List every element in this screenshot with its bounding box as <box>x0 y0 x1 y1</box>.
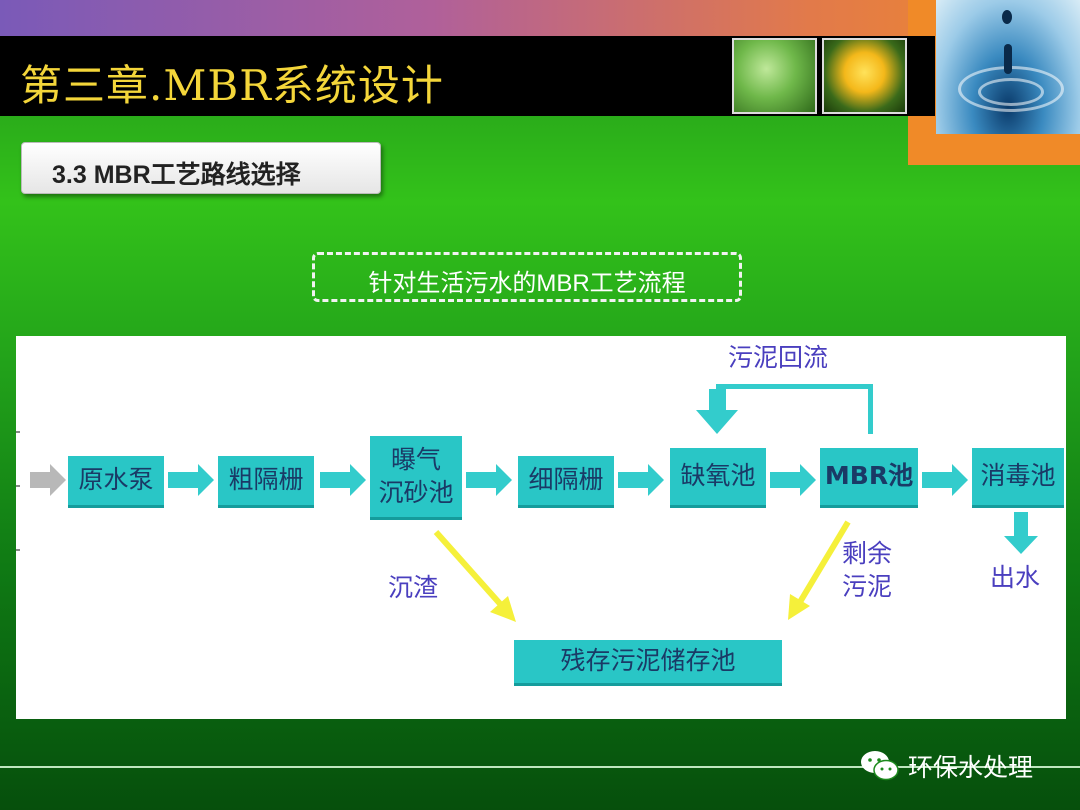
node-label: 消毒池 <box>980 461 1056 491</box>
top-gradient-band <box>0 0 1080 36</box>
node-disinfection-tank: 消毒池 <box>972 448 1064 508</box>
flow-arrow <box>320 464 366 496</box>
node-label: 残存污泥储存池 <box>560 646 736 676</box>
flow-arrows <box>16 384 1038 622</box>
water-droplet <box>1002 10 1012 24</box>
label-sludge-return: 污泥回流 <box>728 343 829 372</box>
node-label: 粗隔栅 <box>228 465 304 495</box>
node-label: 原水泵 <box>78 465 154 495</box>
flow-arrow <box>922 464 968 496</box>
water-drop-photo <box>936 0 1080 134</box>
process-diagram-panel: 原水泵 粗隔栅 曝气 沉砂池 细隔栅 缺氧池 MBR池 消毒池 残存污泥储存池 … <box>16 336 1066 719</box>
node-fine-screen: 细隔栅 <box>518 456 614 508</box>
sediment-arrowhead <box>490 596 516 622</box>
flow-arrow <box>770 464 816 496</box>
node-label: 细隔栅 <box>528 465 604 495</box>
node-raw-water-pump: 原水泵 <box>68 456 164 508</box>
node-label: 曝气 <box>390 445 441 474</box>
note-line: 剩余 <box>842 539 893 568</box>
wechat-icon <box>861 751 899 781</box>
watermark: 环保水处理 <box>860 748 1033 784</box>
return-arrow <box>696 389 738 434</box>
flow-arrow <box>168 464 214 496</box>
label-excess-sludge: 剩余 污泥 <box>842 538 892 603</box>
flower-photo <box>822 38 907 114</box>
node-label: 缺氧池 <box>680 461 756 491</box>
excess-sludge-arrowhead <box>788 594 810 620</box>
effluent-arrow <box>1004 512 1038 554</box>
section-heading-box: 3.3 MBR工艺路线选择 <box>21 142 381 194</box>
watermark-text: 环保水处理 <box>908 753 1034 782</box>
node-label: 沉砂池 <box>378 477 454 507</box>
diagram-title: 针对生活污水的MBR工艺流程 <box>368 270 686 297</box>
water-droplet <box>1004 44 1012 74</box>
node-label: MBR池 <box>824 461 914 491</box>
note-line: 污泥 <box>842 571 893 601</box>
return-line <box>868 384 873 434</box>
node-mbr-tank: MBR池 <box>820 448 918 508</box>
section-heading: 3.3 MBR工艺路线选择 <box>52 161 301 189</box>
label-effluent: 出水 <box>990 563 1041 592</box>
label-sediment: 沉渣 <box>388 573 439 602</box>
inflow-arrow <box>30 464 66 496</box>
flow-arrow <box>466 464 512 496</box>
node-sludge-storage-tank: 残存污泥储存池 <box>514 640 782 686</box>
return-line <box>716 384 873 389</box>
slide-title: 第三章.MBR系统设计 <box>20 61 444 110</box>
node-aerated-grit-chamber: 曝气 沉砂池 <box>370 436 462 520</box>
sediment-arrow <box>433 530 505 608</box>
node-anoxic-tank: 缺氧池 <box>670 448 766 508</box>
node-coarse-screen: 粗隔栅 <box>218 456 314 508</box>
diagram-title-box: 针对生活污水的MBR工艺流程 <box>312 252 742 302</box>
footer-divider <box>0 766 1080 768</box>
leaf-photo <box>732 38 817 114</box>
flow-arrow <box>618 464 664 496</box>
ripple-ring <box>978 78 1044 106</box>
excess-sludge-arrow <box>797 520 851 604</box>
